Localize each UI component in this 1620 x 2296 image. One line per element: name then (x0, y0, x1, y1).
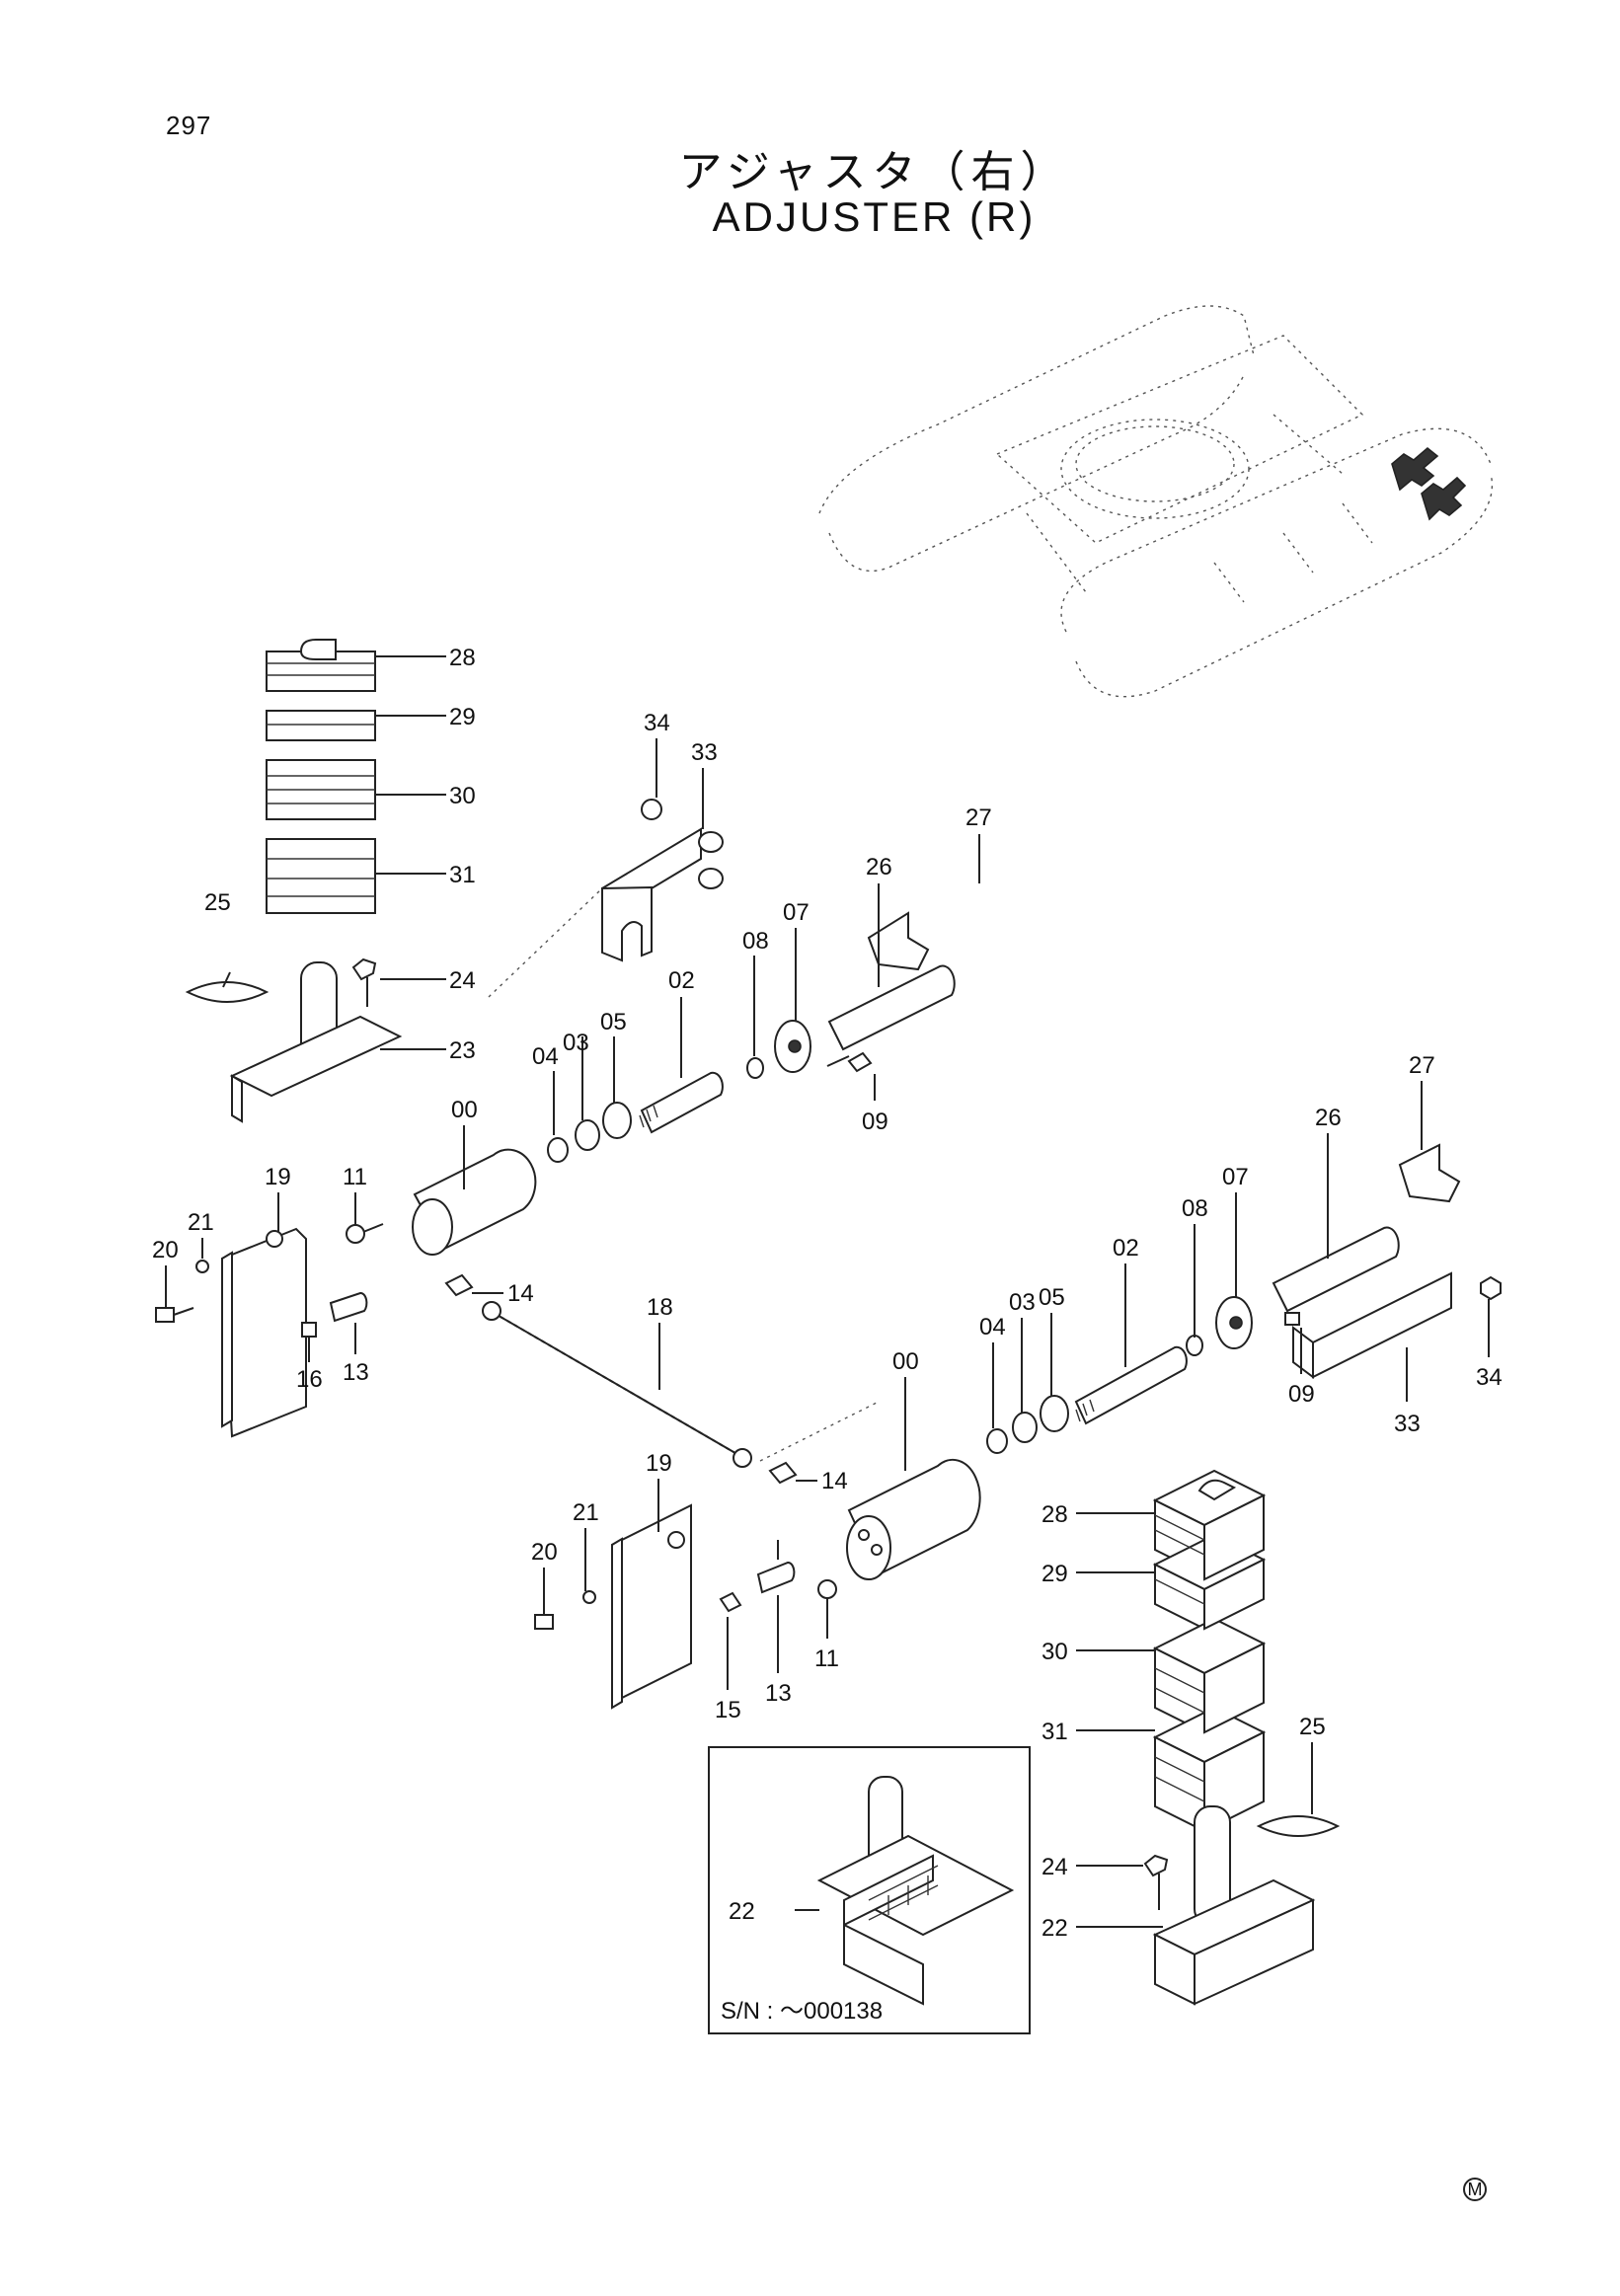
callout-02-upper: 02 (668, 967, 695, 994)
callout-24-upper: 24 (449, 967, 476, 994)
upper-bracket (601, 799, 724, 962)
serial-number-note: S/N : ～000138 (721, 1998, 883, 2025)
upper-cylinder-assembly (412, 911, 956, 1256)
callout-29-upper: 29 (449, 704, 476, 730)
callout-33-upper: 33 (691, 739, 718, 766)
circled-m-letter: M (1468, 2180, 1483, 2199)
callout-28-upper: 28 (449, 645, 476, 671)
callout-00-upper: 00 (451, 1097, 478, 1123)
callout-31-upper: 31 (449, 862, 476, 888)
callout-25-lower: 25 (1299, 1714, 1326, 1740)
callout-05-upper: 05 (600, 1009, 627, 1035)
callout-22-lower: 22 (1041, 1915, 1068, 1942)
callout-27-upper: 27 (965, 804, 992, 831)
callout-31-lower: 31 (1041, 1719, 1068, 1745)
callout-11-lower: 11 (814, 1645, 839, 1672)
callout-07-upper: 07 (783, 899, 810, 926)
callout-04-lower: 04 (979, 1314, 1006, 1340)
callout-27-lower: 27 (1409, 1052, 1435, 1079)
callout-02-lower: 02 (1113, 1235, 1139, 1262)
callout-29-lower: 29 (1041, 1561, 1068, 1587)
callout-13-upper: 13 (343, 1359, 369, 1386)
inset-early-plate (816, 1776, 1015, 2006)
callout-03-lower: 03 (1009, 1289, 1036, 1316)
callout-11-upper: 11 (343, 1164, 367, 1190)
inset-frame (708, 1746, 1031, 2034)
title-english: ADJUSTER (R) (712, 193, 1037, 240)
lower-shim-stack (1152, 1469, 1267, 1833)
callout-03-upper: 03 (563, 1030, 589, 1056)
upper-left-bracket-19 (220, 1227, 307, 1438)
callout-23: 23 (449, 1037, 476, 1064)
callout-09-upper: 09 (862, 1109, 888, 1135)
undercarriage-overview-drawing (818, 305, 1494, 698)
callout-07-lower: 07 (1222, 1164, 1249, 1190)
callout-30-lower: 30 (1041, 1639, 1068, 1665)
callout-26-upper: 26 (866, 854, 892, 880)
callout-08-upper: 08 (742, 928, 769, 955)
callout-09-lower: 09 (1288, 1381, 1315, 1408)
callout-05-lower: 05 (1039, 1284, 1065, 1311)
page-number: 297 (166, 111, 212, 140)
callout-33-lower: 33 (1394, 1411, 1421, 1437)
callout-28-lower: 28 (1041, 1501, 1068, 1528)
callout-26-lower: 26 (1315, 1105, 1342, 1131)
callout-04-upper: 04 (532, 1043, 559, 1070)
title-japanese: アジャスタ（右） (678, 147, 1070, 197)
callout-24-lower: 24 (1041, 1854, 1068, 1880)
callout-25-upper: 25 (204, 889, 231, 916)
lower-cylinder-assembly (846, 1143, 1502, 1580)
callout-13-lower: 13 (765, 1680, 792, 1707)
callout-21-upper: 21 (188, 1209, 214, 1236)
callout-20-upper: 20 (152, 1237, 179, 1263)
callout-19-lower: 19 (646, 1450, 672, 1477)
upper-pin-assembly (185, 887, 603, 1123)
lower-bracket-19 (611, 1503, 692, 1710)
callout-16: 16 (296, 1366, 323, 1393)
lower-pin-assembly (1143, 1805, 1341, 2006)
hydraulic-hose (482, 1301, 752, 1468)
callout-14-upper: 14 (507, 1280, 534, 1307)
callout-15: 15 (715, 1697, 741, 1723)
callout-18: 18 (647, 1294, 673, 1321)
callout-19-upper: 19 (265, 1164, 291, 1190)
callout-14-lower: 14 (821, 1468, 848, 1494)
callout-22-inset: 22 (729, 1898, 755, 1925)
callout-20-lower: 20 (531, 1539, 558, 1566)
callout-08-lower: 08 (1182, 1195, 1208, 1222)
upper-shim-stack (266, 639, 376, 914)
callout-34-lower: 34 (1476, 1364, 1503, 1391)
callout-21-lower: 21 (573, 1499, 599, 1526)
circled-m-mark (1463, 2178, 1487, 2201)
callout-34-upper: 34 (644, 710, 670, 736)
callout-30-upper: 30 (449, 783, 476, 809)
callout-00-lower: 00 (892, 1348, 919, 1375)
